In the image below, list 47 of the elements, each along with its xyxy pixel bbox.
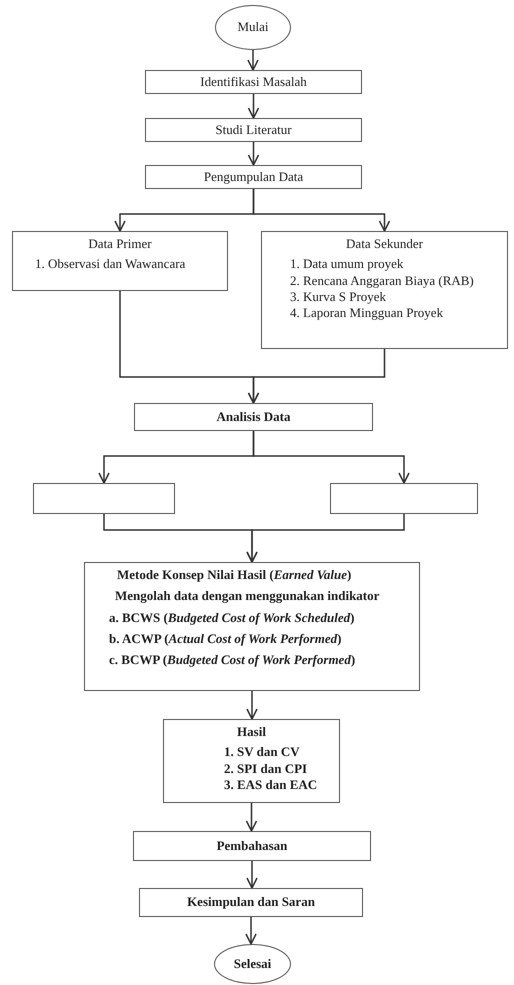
box-heading: Selesai xyxy=(232,956,272,972)
process-box xyxy=(163,719,340,803)
process-box xyxy=(33,483,175,514)
box-heading: Metode Konsep Nilai Hasil (Earned Value) xyxy=(116,567,352,584)
arrow xyxy=(246,691,258,720)
list-item: c. BCWP (Budgeted Cost of Work Performed) xyxy=(108,652,356,668)
box-heading: Identifikasi Masalah xyxy=(199,74,308,90)
box-heading: Mulai xyxy=(236,19,270,36)
box-heading: Data Primer xyxy=(87,236,153,252)
process-box xyxy=(145,70,362,94)
process-box xyxy=(261,231,508,349)
list-item: 2. Rencana Anggaran Biaya (RAB) xyxy=(289,272,475,289)
list-item: 1. SV dan CV xyxy=(223,744,301,760)
process-box xyxy=(12,231,228,291)
arrow xyxy=(252,431,410,484)
list-item: 1. Data umum proyek xyxy=(289,256,404,272)
arrow xyxy=(245,917,257,945)
arrow xyxy=(246,861,258,889)
box-heading: Kesimpulan dan Saran xyxy=(186,894,316,911)
process-box xyxy=(133,831,371,861)
list-item: b. ACWP (Actual Cost of Work Performed) xyxy=(108,630,342,647)
list-item: 3. Kurva S Proyek xyxy=(289,288,388,305)
list-item: a. BCWS (Budgeted Cost of Work Scheduled) xyxy=(108,610,356,626)
list-item: 2. SPI dan CPI xyxy=(223,760,308,777)
arrow xyxy=(247,50,259,71)
arrow xyxy=(248,142,260,166)
process-box xyxy=(330,483,478,514)
list-item: 1. Observasi dan Wawancara xyxy=(34,256,186,272)
box-subheading: Mengolah data dengan menggunakan indikator xyxy=(114,588,380,604)
box-heading: Pembahasan xyxy=(216,838,288,854)
arrow xyxy=(246,514,405,563)
list-item: 4. Laporan Mingguan Proyek xyxy=(289,305,444,322)
arrow xyxy=(252,189,390,232)
box-heading: Studi Literatur xyxy=(214,122,293,138)
box-heading: Analisis Data xyxy=(215,408,292,426)
process-box xyxy=(139,888,363,917)
process-box xyxy=(134,403,373,431)
process-box xyxy=(84,562,420,691)
list-item: 3. EAS dan EAC xyxy=(223,776,318,793)
arrow xyxy=(246,803,258,832)
arrow xyxy=(248,349,386,404)
arrow xyxy=(248,94,260,119)
box-heading: Hasil xyxy=(236,724,267,740)
process-box xyxy=(145,118,362,142)
box-heading: Data Sekunder xyxy=(345,236,424,252)
box-heading: Pengumpulan Data xyxy=(202,168,304,186)
process-box xyxy=(145,165,362,189)
